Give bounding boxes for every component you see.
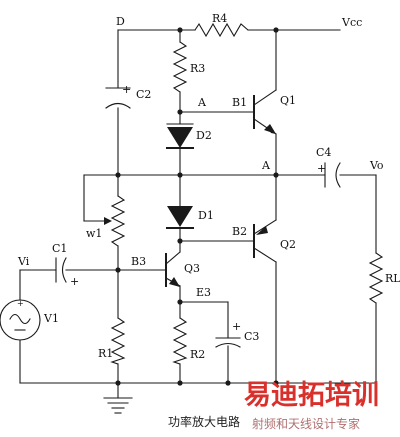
transistor-q2 <box>253 219 277 263</box>
capacitor-c2 <box>105 87 131 109</box>
capacitor-c4 <box>324 162 341 188</box>
label-c1: C1 <box>52 242 67 255</box>
svg-text:+: + <box>17 299 24 308</box>
label-d1: D1 <box>198 209 214 222</box>
watermark-brand: 易迪拓培训 <box>244 380 379 411</box>
resistor-r2 <box>172 317 188 365</box>
diode-d1 <box>166 206 194 229</box>
label-b2: B2 <box>232 225 247 238</box>
label-vo: Vo <box>369 159 384 172</box>
junction-dots <box>115 27 279 386</box>
label-c1-plus: + <box>70 275 79 288</box>
label-rl: RL <box>385 272 400 285</box>
watermark-logo: 易迪拓培训 射频和天线设计专家 <box>244 380 379 431</box>
label-q1: Q1 <box>280 94 296 107</box>
label-vcc: Vcc <box>341 16 362 29</box>
resistor-r3 <box>172 41 188 93</box>
wires <box>19 29 377 399</box>
ground-symbol <box>103 397 133 414</box>
transistor-q3 <box>165 251 181 287</box>
label-b3: B3 <box>131 255 146 268</box>
label-e3: E3 <box>196 286 211 299</box>
label-c4-plus: + <box>317 162 326 175</box>
resistor-rl <box>368 252 384 304</box>
label-c3-plus: + <box>232 320 241 333</box>
label-a-mid: A <box>261 159 271 172</box>
label-r4: R4 <box>212 12 227 25</box>
label-b1: B1 <box>232 96 247 109</box>
resistor-r4 <box>194 22 249 38</box>
label-r1: R1 <box>98 347 113 360</box>
label-c2: C2 <box>136 88 151 101</box>
label-w1: w1 <box>86 227 102 240</box>
label-r2: R2 <box>190 348 205 361</box>
label-q2: Q2 <box>280 238 296 251</box>
voltage-source-v1: + <box>0 299 41 341</box>
label-d: D <box>116 15 125 28</box>
label-q3: Q3 <box>184 262 200 275</box>
resistor-w1 <box>104 195 126 247</box>
capacitor-c3 <box>215 337 241 348</box>
label-c3: C3 <box>244 330 259 343</box>
diode-d2 <box>166 123 194 149</box>
label-c4: C4 <box>316 146 331 159</box>
figure-caption: 功率放大电路 <box>168 414 240 429</box>
transistor-q1 <box>253 89 277 135</box>
label-r3: R3 <box>190 62 205 75</box>
label-vi: Vi <box>17 255 30 268</box>
resistor-r1 <box>110 317 126 365</box>
label-c2-plus: + <box>122 83 131 96</box>
watermark-slogan: 射频和天线设计专家 <box>252 416 360 431</box>
component-labels: D R4 Vcc C2 + R3 A B1 Q1 D2 A C4 + Vo D1… <box>17 12 400 361</box>
capacitor-c1 <box>55 257 67 283</box>
label-v1: V1 <box>43 312 59 325</box>
label-d2: D2 <box>196 129 212 142</box>
label-a-top: A <box>197 96 207 109</box>
